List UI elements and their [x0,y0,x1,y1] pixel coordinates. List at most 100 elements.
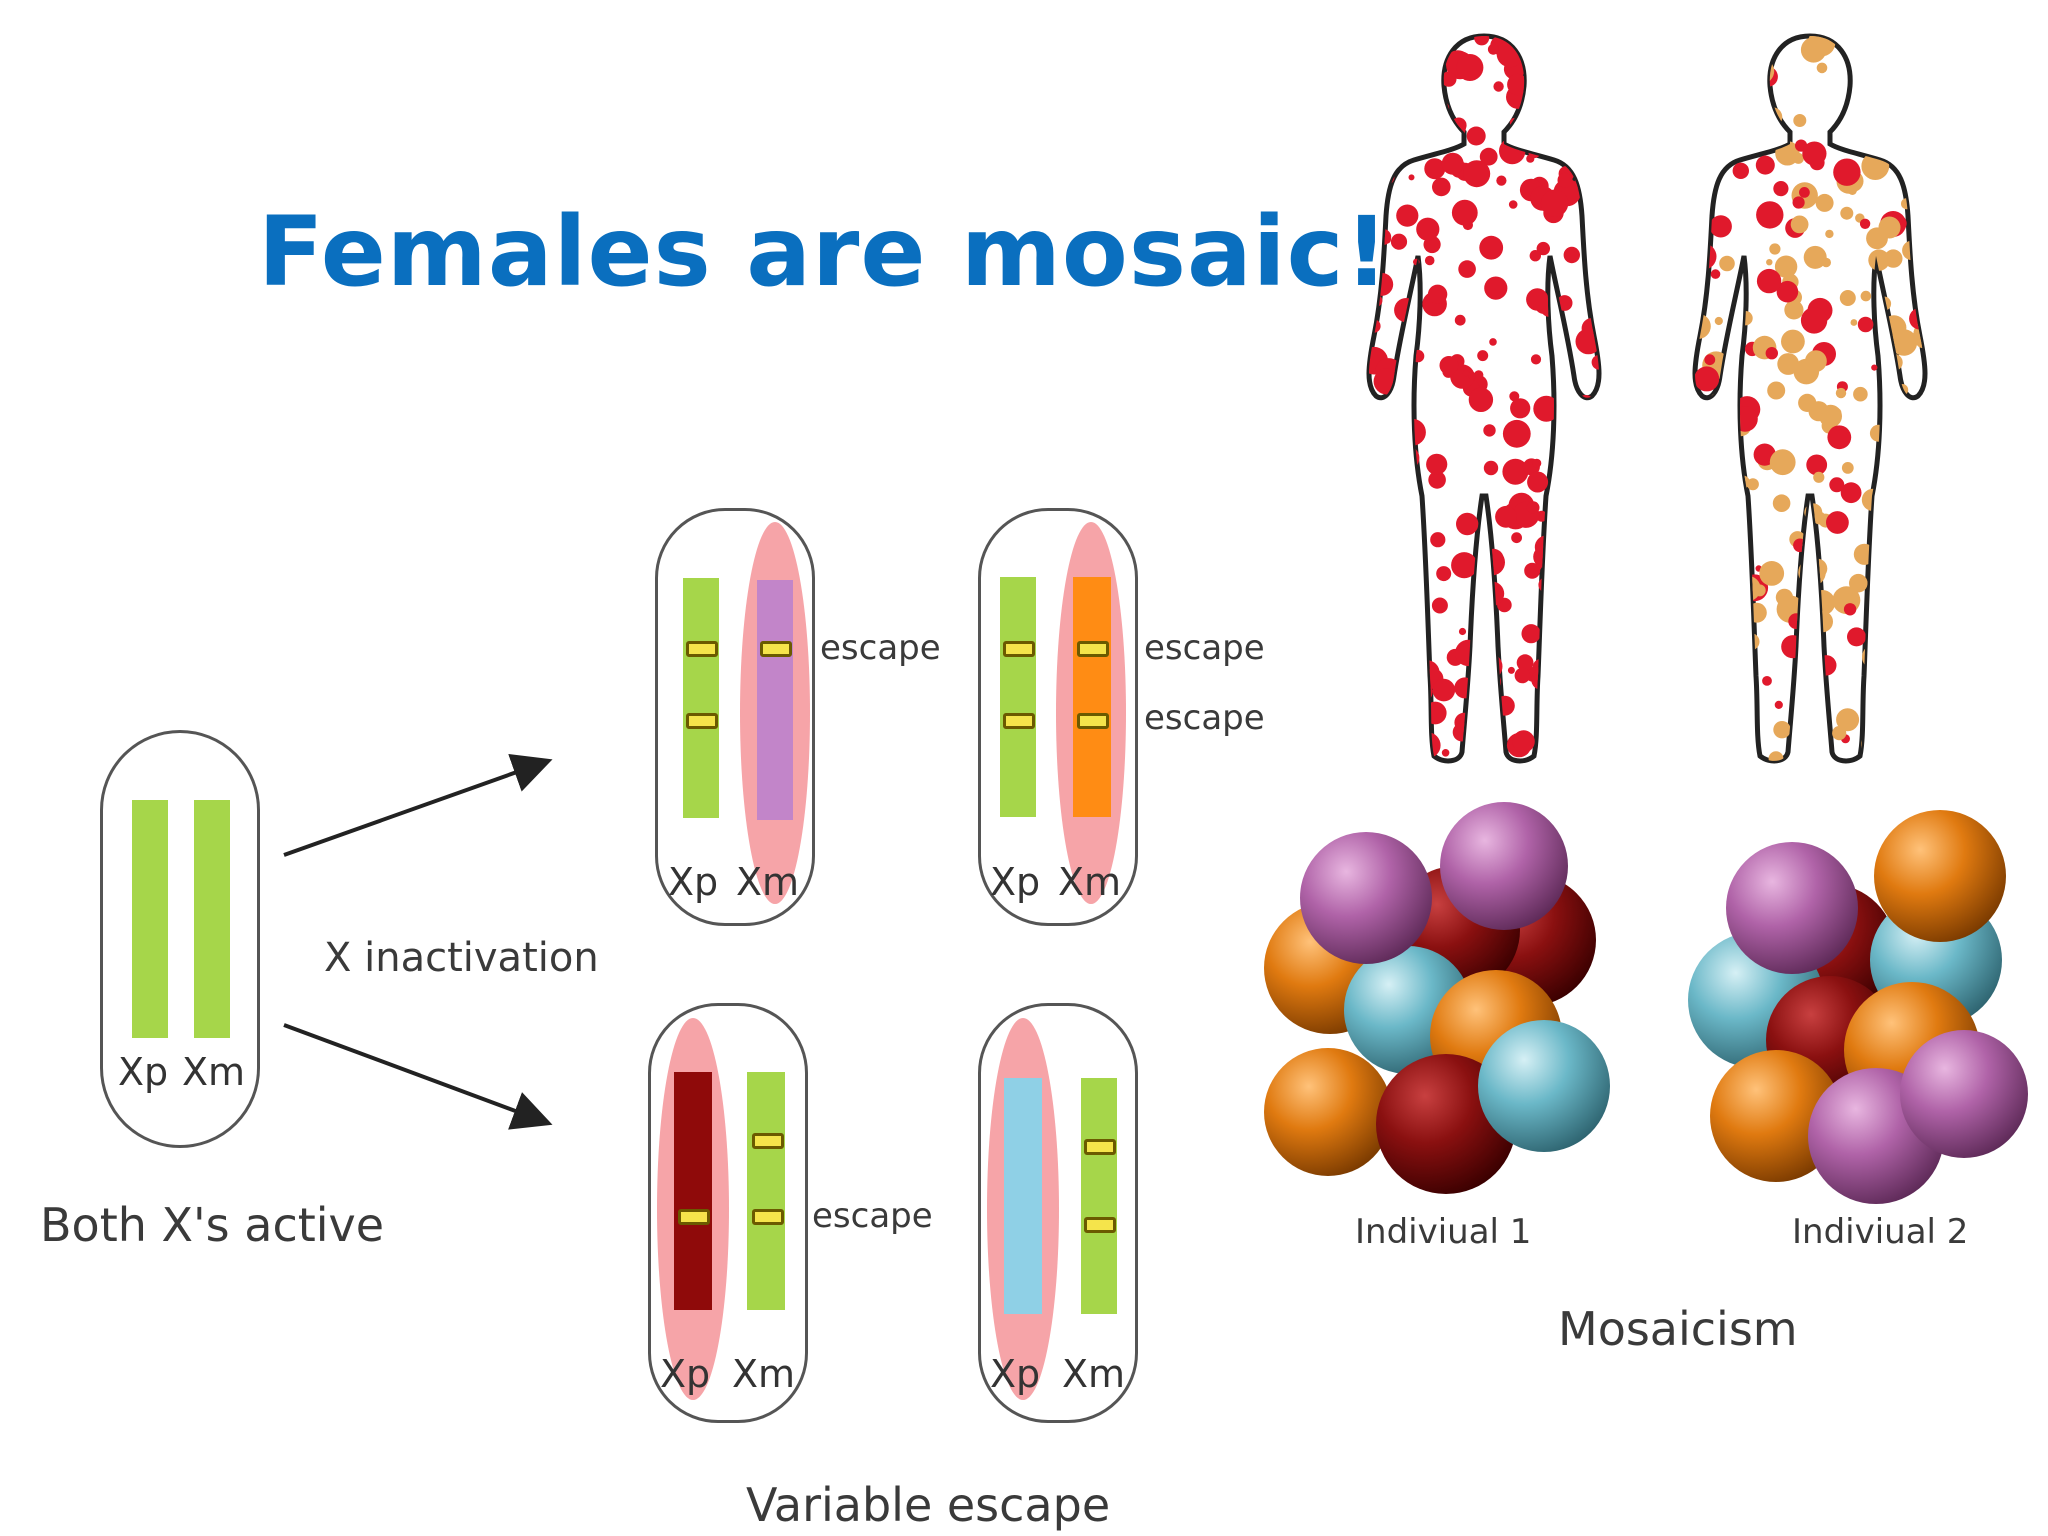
mosaic-dot [1431,597,1448,614]
mosaic-dot [1451,199,1478,226]
mosaic-dot [1408,174,1415,181]
mosaic-dot [1827,425,1852,450]
mosaic-dot [1756,201,1784,229]
mosaic-dot [1803,245,1827,269]
mosaic-dot [1868,249,1890,271]
mosaic-dot [1766,259,1773,266]
mosaic-dot [1762,676,1772,686]
mosaic-dot [1416,217,1440,241]
mosaic-dot [1532,458,1542,468]
mosaic-dot [1756,268,1782,294]
individual-1-label: Indiviual 1 [1355,1212,1532,1252]
xm-chromosome [194,800,230,1038]
xp-label: Xp [660,1352,711,1396]
mosaic-dot [1493,81,1504,92]
mosaic-dot [1477,350,1489,362]
escape-label: escape [1144,628,1265,668]
mosaic-dot [1746,478,1759,491]
mosaic-dot [1527,471,1549,493]
mosaic-dot [1432,177,1451,197]
mosaic-dot [1805,350,1827,372]
mosaic-dot [1479,235,1504,260]
mosaic-dot [1813,471,1825,483]
mosaic-dot [1784,300,1804,320]
mosaic-dot [1815,193,1834,212]
mosaic-dot [1832,408,1842,417]
mosaic-dot [1799,187,1810,198]
mosaic-dot [1704,354,1716,366]
mosaic-dot [1462,369,1470,377]
mosaic-dot [1773,181,1789,197]
mosaic-dot [1510,398,1531,419]
escape-band [1003,713,1035,729]
variable-escape-caption: Variable escape [746,1478,1111,1532]
mosaic-dot [1557,172,1573,188]
escape-band [752,1133,784,1149]
escape-label: escape [820,628,941,668]
mosaic-dot [1530,354,1542,365]
xm-label: Xm [182,1050,246,1094]
mosaic-dot [1439,356,1459,375]
mosaic-dot [1427,284,1448,304]
inactive-x-4 [1004,1078,1042,1314]
mosaic-dot [1853,386,1868,402]
mosaic-dot [1800,307,1828,334]
escape-band [1084,1139,1116,1155]
escape-band [752,1209,784,1225]
mosaic-dot [1792,196,1805,209]
active-x-4 [1081,1078,1117,1314]
arrow-down [283,1023,553,1130]
mosaic-dot [1521,624,1541,644]
mosaic-dot [1533,395,1560,422]
mosaic-dot [1765,347,1778,360]
mosaic-dot [1802,141,1827,166]
mosaic-dot [1841,462,1854,474]
mosaic-dot [1816,62,1828,74]
mosaic-dot [1767,381,1786,400]
mosaic-dot [1536,241,1550,256]
individual-2-label: Indiviual 2 [1792,1212,1969,1252]
inactive-x-3 [674,1072,712,1310]
xp-label: Xp [990,860,1041,904]
mosaic-dot [1792,152,1804,164]
mosaic-dot [1774,700,1783,710]
mosaic-dot [1847,186,1857,195]
mosaic-dot [1489,338,1497,346]
mosaic-dot [1772,494,1791,512]
mosaic-dot [1512,730,1535,753]
mosaic-dot [1466,126,1486,146]
mosaic-dot [1769,243,1781,255]
mosaic-dot [1495,505,1517,528]
mosaic-dot [1769,449,1796,476]
mosaic-dot [1474,370,1484,380]
mosaic-dot [1426,453,1448,475]
mosaic-dot [1849,573,1868,593]
both-x-capsule [100,730,260,1148]
mosaic-dot [1511,532,1522,544]
mosaic-dot [1777,353,1800,375]
mosaic-dot [1456,512,1479,536]
mosaic-dot [1514,667,1531,684]
mosaic-dot [1790,215,1809,234]
active-x-3 [747,1072,785,1310]
escape-label: escape [812,1196,933,1236]
arrow-up [283,753,553,857]
mosaic-dot [1710,269,1721,279]
mosaic-dot [1776,280,1799,303]
xm-label: Xm [736,860,800,904]
mosaic-dot [1540,189,1569,217]
xp-chromosome [132,800,168,1038]
mosaic-dot [1839,290,1856,306]
mosaic-dot [1487,43,1499,55]
mosaic-dot [1775,588,1793,606]
escape-band [1084,1217,1116,1233]
both-active-caption: Both X's active [40,1198,385,1252]
mosaic-dot [1753,584,1766,597]
mosaic-dot [1441,71,1457,87]
mosaic-dot [1843,603,1857,616]
mosaic-dot [1859,218,1871,229]
mosaic-dot [1857,316,1874,333]
mosaic-dot [1709,215,1732,238]
xp-label: Xp [990,1352,1041,1396]
